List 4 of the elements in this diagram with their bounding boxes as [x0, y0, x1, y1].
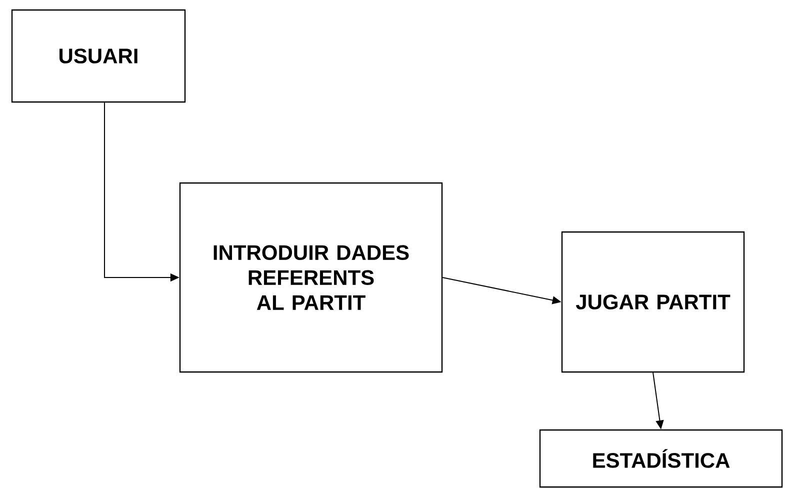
process-box: JUGAR PARTIT	[561, 231, 745, 373]
process-box: INTRODUIR DADES REFERENTS AL PARTIT	[179, 182, 443, 373]
process-box: USUARI	[11, 9, 186, 103]
process-box: ESTADÍSTICA	[539, 429, 783, 488]
